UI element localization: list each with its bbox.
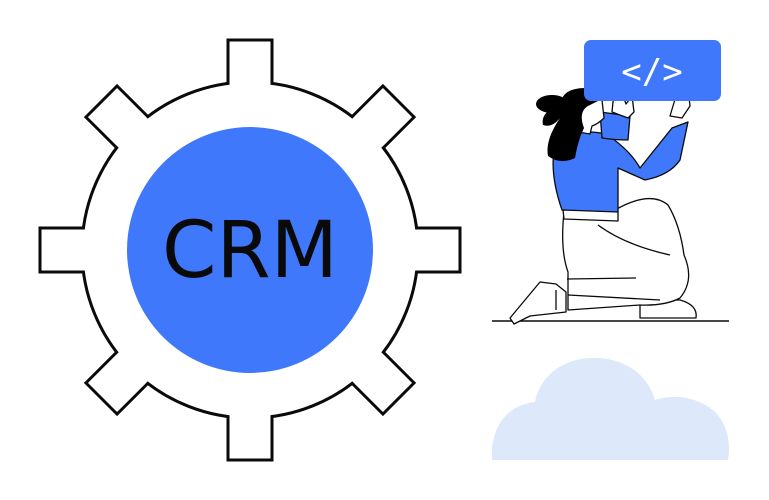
gear-center-circle	[127, 127, 373, 373]
code-icon: </>	[621, 52, 682, 92]
gear-icon: CRM	[38, 38, 462, 462]
cloud-icon	[491, 357, 730, 460]
gear-tooth-fill	[88, 88, 153, 153]
crm-label: CRM	[162, 206, 338, 296]
gear-tooth-fill	[88, 347, 153, 412]
code-box	[584, 40, 721, 101]
gear-tooth-fill	[41, 229, 92, 271]
gear-tooth-fill	[347, 347, 412, 412]
gear-tooth-fill	[229, 41, 271, 92]
gear-tooth-fill	[347, 88, 412, 153]
gear-tooth-fill	[229, 408, 271, 459]
person-figure	[509, 87, 697, 325]
gear-tooth-fill	[408, 229, 459, 271]
code-sign: </>	[584, 40, 721, 101]
